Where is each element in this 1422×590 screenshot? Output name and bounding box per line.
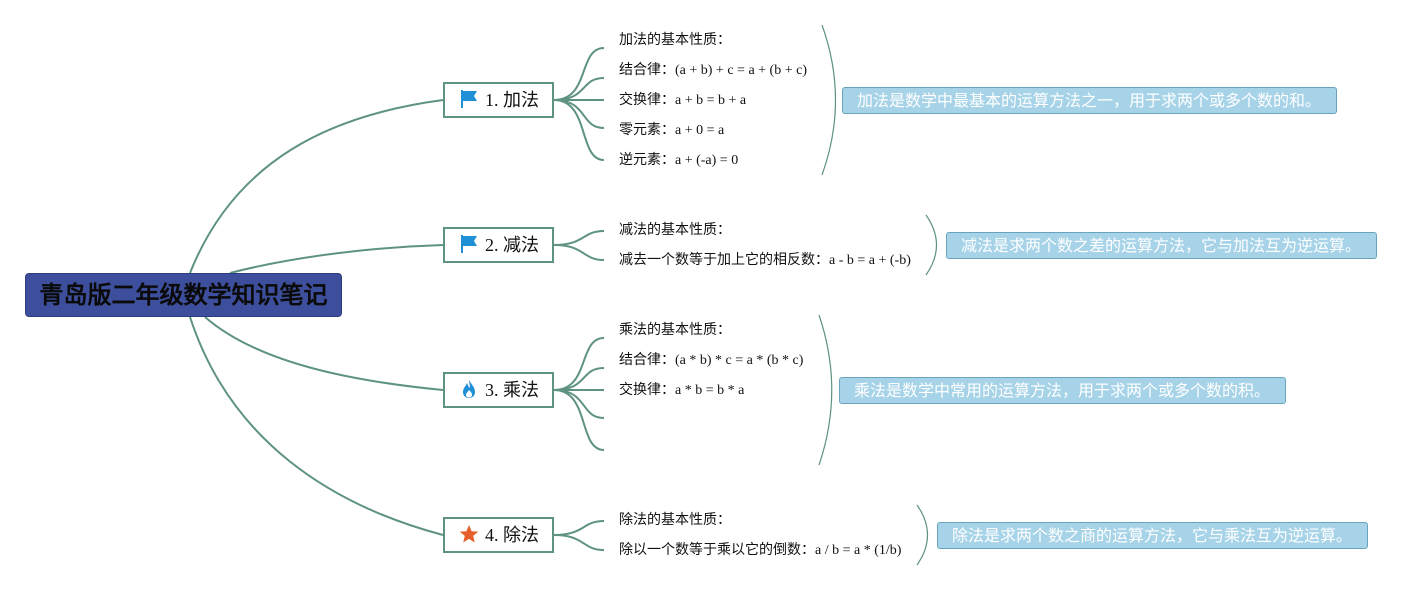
topic-multiplication[interactable]: 3. 乘法 bbox=[443, 372, 554, 408]
summary-multiplication[interactable]: 乘法是数学中常用的运算方法，用于求两个或多个数的积。 bbox=[839, 377, 1286, 404]
leaf-item[interactable]: 乘法的基本性质： bbox=[619, 323, 731, 338]
leaf-item[interactable]: 零元素：a + 0 = a bbox=[619, 123, 725, 138]
summary-brace-2 bbox=[925, 214, 937, 276]
leaf-item[interactable]: 除以一个数等于乘以它的倒数：a / b = a * (1/b) bbox=[619, 543, 902, 558]
topic-label: 4. 除法 bbox=[485, 525, 539, 545]
summary-brace-1 bbox=[821, 24, 837, 176]
leaf-item[interactable]: 结合律：(a + b) + c = a + (b + c) bbox=[619, 63, 807, 78]
summary-brace-3 bbox=[818, 314, 833, 466]
topic-subtraction[interactable]: 2. 减法 bbox=[443, 227, 554, 263]
summary-brace-4 bbox=[916, 504, 928, 566]
connector-root-topic-4 bbox=[189, 316, 444, 536]
connector-root-topic-1 bbox=[189, 99, 444, 274]
topic-division[interactable]: 4. 除法 bbox=[443, 517, 554, 553]
summary-subtraction[interactable]: 减法是求两个数之差的运算方法，它与加法互为逆运算。 bbox=[946, 232, 1377, 259]
topic-label: 2. 减法 bbox=[485, 235, 539, 255]
fire-icon bbox=[463, 380, 475, 398]
summary-division[interactable]: 除法是求两个数之商的运算方法，它与乘法互为逆运算。 bbox=[937, 522, 1368, 549]
connectors-topic-3 bbox=[553, 337, 605, 451]
leaf-item[interactable]: 逆元素：a + (-a) = 0 bbox=[619, 153, 739, 168]
flag-icon bbox=[461, 90, 477, 108]
topic-label: 1. 加法 bbox=[485, 90, 539, 110]
leaf-item[interactable]: 加法的基本性质： bbox=[619, 33, 731, 48]
leaf-item[interactable]: 交换律：a * b = b * a bbox=[619, 383, 745, 398]
connector-root-topic-2 bbox=[229, 244, 444, 274]
leaf-item[interactable]: 结合律：(a * b) * c = a * (b * c) bbox=[619, 353, 804, 368]
topic-addition[interactable]: 1. 加法 bbox=[443, 82, 554, 118]
connectors-topic-4 bbox=[553, 520, 605, 551]
connector-root-topic-3 bbox=[204, 316, 444, 391]
leaf-item[interactable]: 交换律：a + b = b + a bbox=[619, 93, 747, 108]
leaf-item[interactable]: 减法的基本性质： bbox=[619, 223, 731, 238]
connectors-topic-1 bbox=[553, 47, 605, 161]
star-icon bbox=[459, 525, 479, 543]
topic-label: 3. 乘法 bbox=[485, 380, 539, 400]
flag-icon bbox=[461, 235, 477, 253]
connectors-topic-2 bbox=[553, 230, 605, 261]
leaf-item[interactable]: 除法的基本性质： bbox=[619, 513, 731, 528]
root-topic[interactable]: 青岛版二年级数学知识笔记 bbox=[25, 273, 342, 317]
leaf-item[interactable]: 减去一个数等于加上它的相反数：a - b = a + (-b) bbox=[619, 253, 911, 268]
summary-addition[interactable]: 加法是数学中最基本的运算方法之一，用于求两个或多个数的和。 bbox=[842, 87, 1337, 114]
